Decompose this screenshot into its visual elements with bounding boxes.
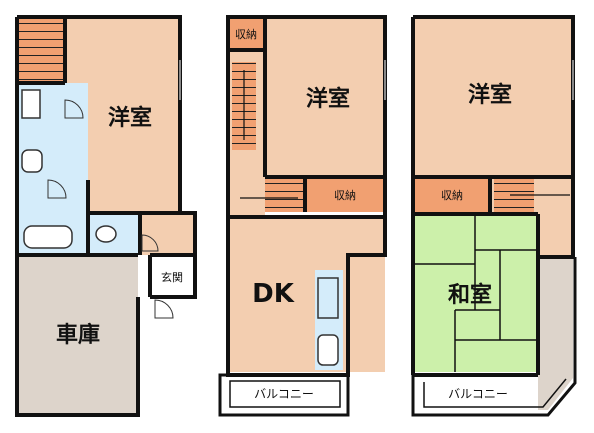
dk-room: [228, 217, 385, 372]
entrance: [150, 255, 195, 297]
entrance-label: 玄関: [161, 270, 183, 284]
floor1-western-room-ext: [88, 180, 180, 213]
floor2-balcony-label: バルコニー: [254, 387, 314, 401]
floor1-bathtub-icon: [23, 225, 73, 249]
garage-label: 車庫: [56, 322, 100, 348]
floor3-storage-label: 収納: [441, 189, 463, 202]
floor1-western-room-label: 洋室: [108, 105, 152, 131]
floor1-hall: [140, 213, 195, 255]
floor1-sink-icon: [21, 89, 41, 119]
japanese-room-label: 和室: [448, 282, 492, 308]
door-swing-icon: [141, 234, 159, 252]
floor2-stove-icon: [317, 277, 339, 319]
floor2-western-room: [265, 17, 385, 177]
floor2-walls: [226, 15, 387, 377]
floor2-storage-top: [228, 17, 265, 50]
floor2-storage-mid-label: 収納: [334, 189, 356, 202]
floor2-balcony-inner: [229, 380, 341, 408]
floor1-toilet-icon: [95, 225, 117, 243]
floor1-washer-icon: [21, 149, 43, 173]
door-swing-icon: [64, 99, 84, 119]
floor2-sink-icon: [317, 334, 339, 366]
floor3-western-room: [413, 17, 573, 177]
floor-2: 収納 洋室 収納 DK バルコニー: [218, 15, 387, 417]
tatami-mats: [413, 214, 538, 372]
floor2-western-room-label: 洋室: [306, 86, 350, 112]
floor2-balcony-frame: [218, 373, 350, 417]
floor-1: 洋室 車庫 玄関: [15, 15, 197, 417]
floor3-western-room-label: 洋室: [468, 82, 512, 108]
floor3-balcony-side: [538, 257, 573, 410]
dk-label: DK: [252, 279, 295, 309]
garage: [17, 255, 138, 415]
floor3-storage: [413, 177, 490, 212]
floor2-staircase-lower: [265, 177, 305, 212]
floor3-balcony-inner: [423, 378, 567, 408]
door-swing-icon: [154, 299, 174, 319]
door-swing-icon: [47, 179, 67, 199]
floor3-balcony-frame: [411, 257, 577, 417]
floor-3: 洋室 収納 和室 バルコニー: [411, 15, 577, 417]
floor1-walls: [15, 15, 197, 417]
floor1-staircase: [17, 17, 64, 83]
floor2-storage-mid: [305, 177, 385, 212]
floor2-storage-top-label: 収納: [235, 28, 257, 41]
floor3-balcony-label: バルコニー: [448, 387, 508, 401]
